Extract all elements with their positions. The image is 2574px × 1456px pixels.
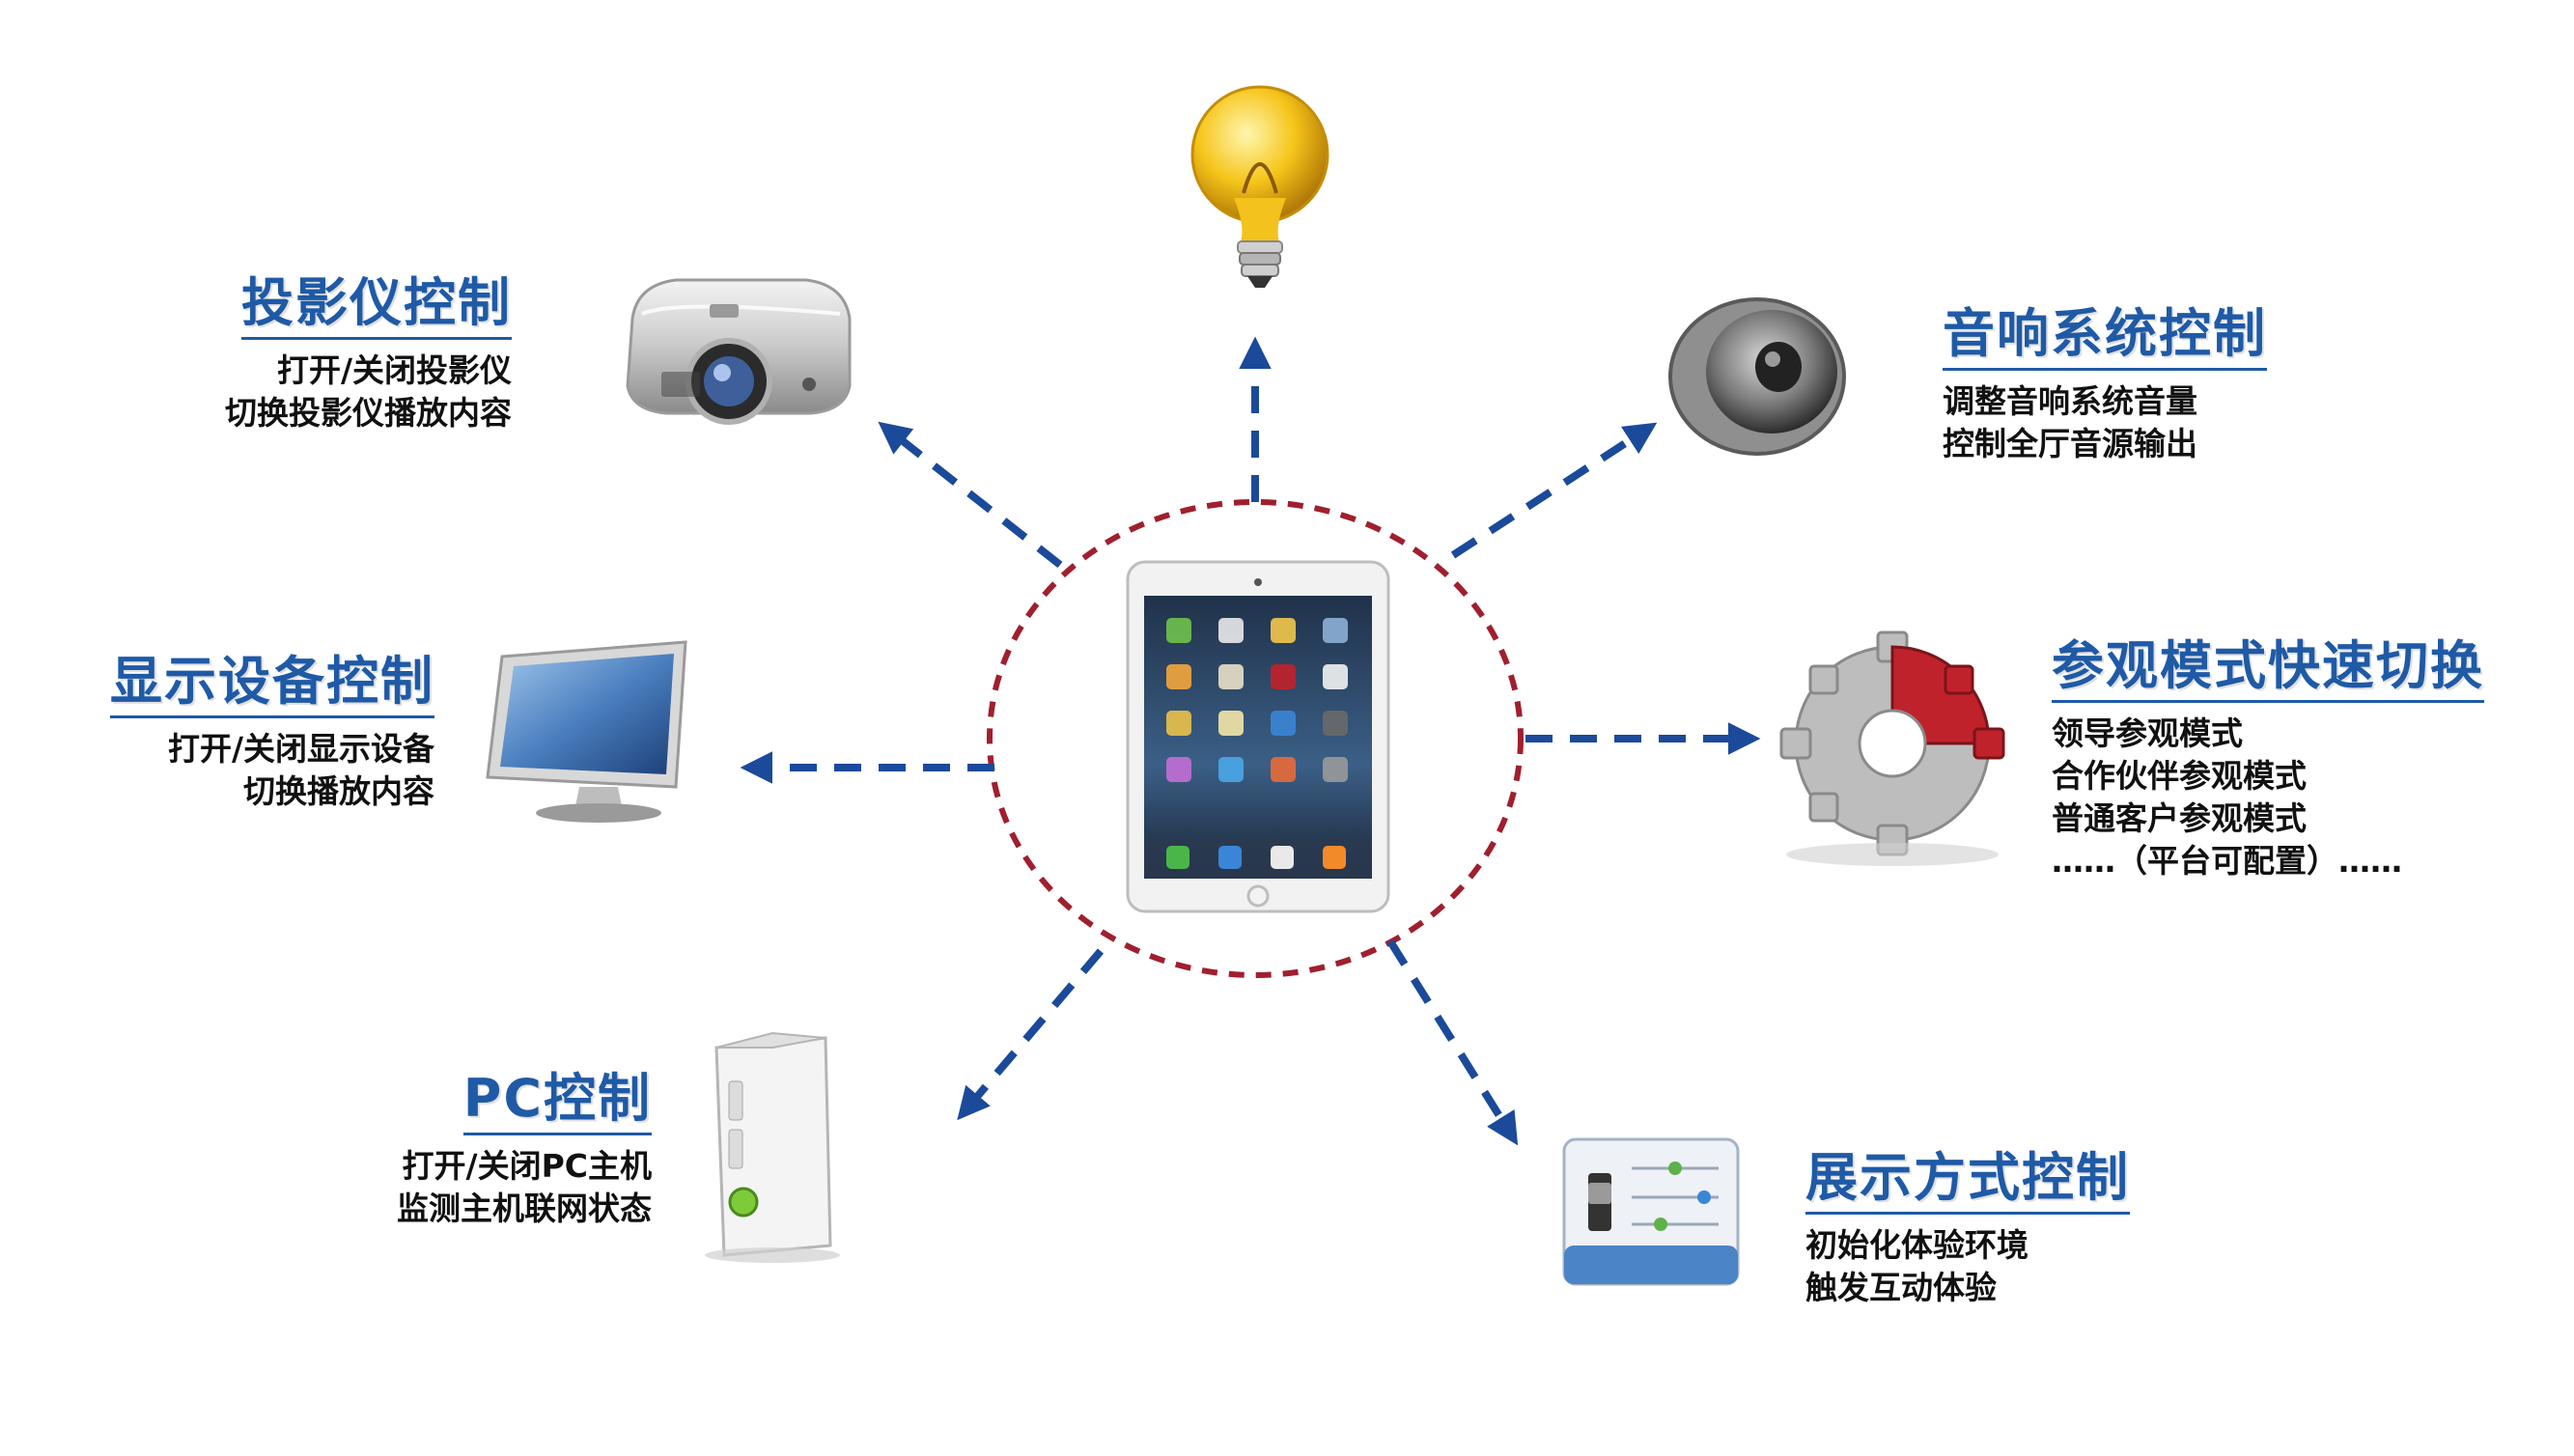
mode-title: 参观模式快速切换 [2052,638,2484,703]
arrows [740,336,1761,1146]
projector-line-2: 切换投影仪播放内容 [225,393,512,432]
projector-line-1: 打开/关闭投影仪 [276,350,512,389]
mode-line-1: 领导参观模式 [2052,714,2243,752]
monitor-icon [486,640,687,823]
display-line-2: 切换播放内容 [243,771,434,810]
audio-line-2: 控制全厅音源输出 [1943,424,2197,462]
puzzle-gear-icon [1779,630,2005,866]
light-bulb-icon [1190,85,1329,288]
display-line-1: 打开/关闭显示设备 [167,729,434,768]
audio-node: 音响系统控制 调整音响系统音量 控制全厅音源输出 [1943,306,2348,465]
mode-line-3: 普通客户参观模式 [2052,798,2307,837]
speaker-icon [1668,297,1846,456]
arrow-to-show [1386,938,1519,1146]
pc-title: PC控制 [462,1071,652,1135]
arrow-to-pc [957,948,1105,1121]
mode-line-2: 合作伙伴参观模式 [2052,756,2307,795]
control-panel-icon [1562,1137,1740,1286]
pc-tower-icon [705,1031,840,1263]
show-title: 展示方式控制 [1805,1150,2130,1215]
projector-node: 投影仪控制 打开/关闭投影仪 切换投影仪播放内容 [145,275,512,434]
mode-node: 参观模式快速切换 领导参观模式 合作伙伴参观模式 普通客户参观模式 ……（平台可… [2052,638,2554,882]
display-node: 显示设备控制 打开/关闭显示设备 切换播放内容 [39,654,434,813]
pc-line-1: 打开/关闭PC主机 [402,1146,652,1185]
center-circle [987,499,1524,978]
projector-icon [626,278,852,425]
pc-node: PC控制 打开/关闭PC主机 监测主机联网状态 [290,1071,652,1230]
audio-line-1: 调整音响系统音量 [1943,381,2197,420]
audio-title: 音响系统控制 [1943,306,2267,371]
projector-title: 投影仪控制 [241,275,512,340]
arrow-to-projector [878,421,1063,569]
arrow-to-audio [1450,422,1658,559]
show-node: 展示方式控制 初始化体验环境 触发互动体验 [1805,1150,2211,1309]
mode-line-4: ……（平台可配置）…… [2052,841,2402,880]
show-line-2: 触发互动体验 [1805,1268,1997,1306]
tablet-icon [1126,560,1390,913]
show-line-1: 初始化体验环境 [1805,1225,2028,1264]
display-title: 显示设备控制 [110,654,434,718]
pc-line-2: 监测主机联网状态 [397,1189,652,1227]
